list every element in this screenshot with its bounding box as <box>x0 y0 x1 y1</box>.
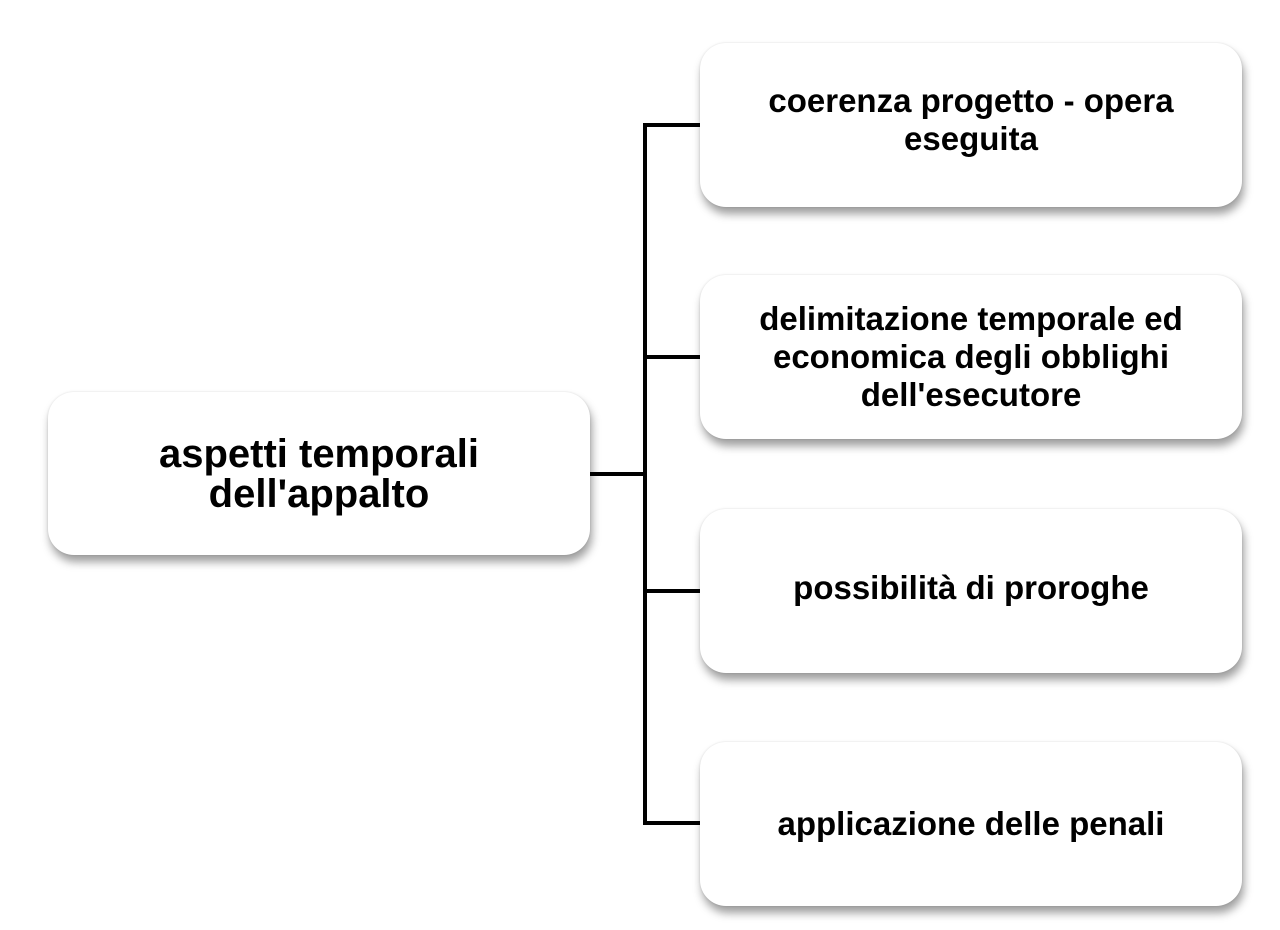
child-node-delimitazione: delimitazione temporale ed economica deg… <box>700 275 1242 439</box>
child-node-label: delimitazione temporale ed economica deg… <box>759 300 1183 413</box>
root-node-label: aspetti temporali dell'appalto <box>158 431 480 516</box>
child-node-proroghe: possibilità di proroghe <box>700 509 1242 673</box>
child-node-penali: applicazione delle penali <box>700 742 1242 906</box>
child-node-coerenza: coerenza progetto - opera eseguita <box>700 43 1242 207</box>
child-node-label: coerenza progetto - opera eseguita <box>768 82 1174 157</box>
child-node-label: possibilità di proroghe <box>793 569 1149 606</box>
root-node: aspetti temporali dell'appalto <box>48 392 590 555</box>
child-node-label: applicazione delle penali <box>777 805 1165 842</box>
